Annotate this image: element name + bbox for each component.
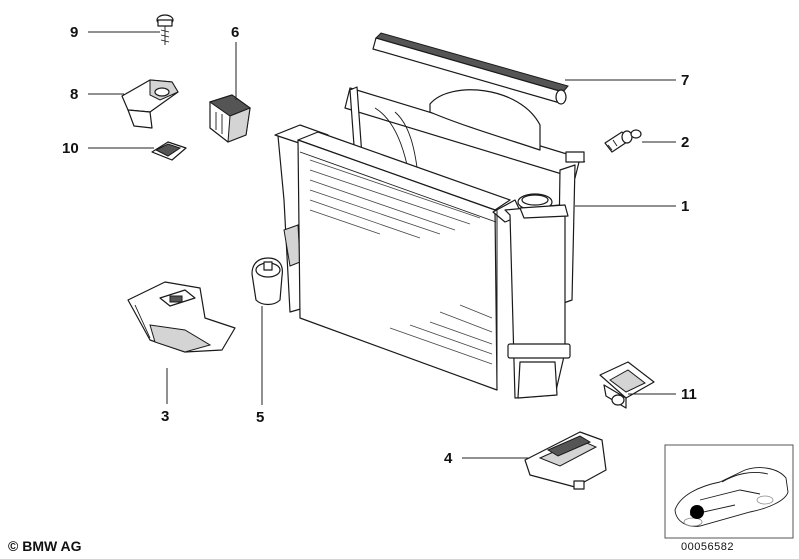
callout-11: 11 (681, 386, 697, 403)
leader-lines (88, 31, 676, 459)
screw-part (156, 14, 174, 45)
callout-9: 9 (70, 24, 78, 41)
callout-1: 1 (681, 198, 689, 215)
callout-2: 2 (681, 134, 689, 151)
callout-6: 6 (231, 24, 239, 41)
left-mounting-bracket-part (127, 281, 236, 353)
clip-nut-part (151, 141, 187, 161)
document-number: 00056582 (681, 541, 734, 553)
callout-5: 5 (256, 409, 264, 426)
copyright-notice: © BMW AG (8, 538, 82, 554)
callout-10: 10 (62, 140, 79, 157)
expanding-rivet-part (604, 129, 642, 153)
radiator-core (274, 124, 571, 399)
rubber-buffer-part (208, 94, 252, 143)
callout-3: 3 (161, 408, 169, 425)
location-marker (690, 505, 704, 519)
callout-4: 4 (444, 450, 453, 467)
radiator-fins (309, 159, 493, 365)
inset-frame (664, 444, 794, 539)
rubber-mount-part (251, 257, 283, 306)
right-holder-part (599, 361, 655, 409)
callout-8: 8 (70, 86, 78, 103)
callout-7: 7 (681, 72, 689, 89)
upper-holder-part (121, 79, 179, 129)
seal-strip-part (372, 32, 569, 105)
lower-bracket-part (524, 431, 607, 490)
callout-labels: 1 2 3 4 5 6 7 8 9 10 11 (62, 24, 697, 467)
locator-inset (664, 444, 794, 539)
